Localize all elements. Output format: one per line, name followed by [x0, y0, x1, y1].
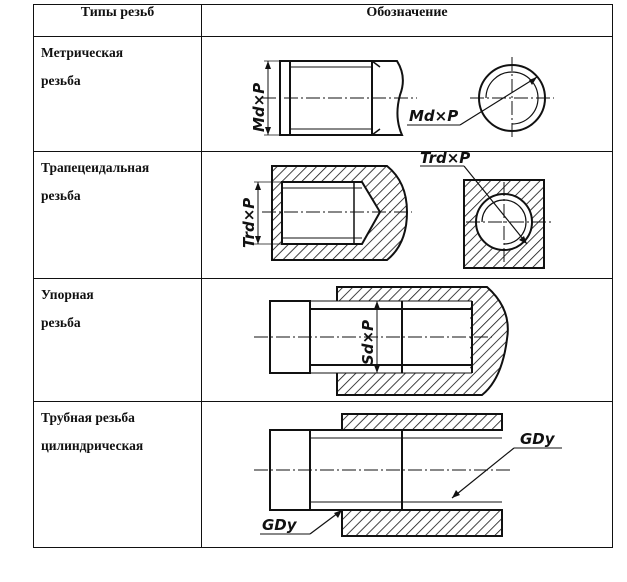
- table-row-trapezoidal: Трапецеидальная резьба Trd×P: [33, 151, 613, 279]
- designation-cell: Md×P Md×P: [201, 36, 613, 152]
- thread-name-line2: резьба: [41, 188, 81, 203]
- thread-name-line2: цилиндрическая: [41, 438, 144, 453]
- pipe-thread-drawing: GDy GDy: [254, 413, 562, 537]
- thread-types-table: Типы резьб Обозначение Метрическая резьб…: [33, 4, 613, 548]
- thread-name-line1: Трапецеидальная: [41, 160, 150, 175]
- header-designation: Обозначение: [201, 4, 613, 37]
- thread-name-cell: Метрическая резьба: [33, 36, 202, 152]
- pipe-label-left: GDy: [262, 516, 298, 534]
- buttress-label: Sd×P: [359, 320, 377, 365]
- table-row-metric: Метрическая резьба: [33, 36, 613, 152]
- thread-name-line1: Упорная: [41, 287, 94, 302]
- trapezoidal-label-left: Trd×P: [240, 198, 258, 248]
- thread-name-line2: резьба: [41, 315, 81, 330]
- trapezoidal-label-right: Trd×P: [420, 152, 470, 167]
- thread-name-line1: Трубная резьба: [41, 410, 135, 425]
- table-header-row: Типы резьб Обозначение: [33, 4, 613, 37]
- thread-name-cell: Трапецеидальная резьба: [33, 151, 202, 279]
- pipe-label-right: GDy: [520, 430, 556, 448]
- metric-label-right: Md×P: [409, 107, 458, 125]
- table-row-buttress: Упорная резьба Sd×P: [33, 278, 613, 402]
- thread-name-line2: резьба: [41, 73, 81, 88]
- thread-name-line1: Метрическая: [41, 45, 124, 60]
- thread-name-cell: Упорная резьба: [33, 278, 202, 402]
- buttress-thread-drawing: Sd×P: [254, 286, 509, 396]
- thread-name-cell: Трубная резьба цилиндрическая: [33, 401, 202, 548]
- metric-thread-drawing: Md×P Md×P: [250, 57, 554, 139]
- header-thread-types: Типы резьб: [33, 4, 202, 37]
- designation-cell: Sd×P: [201, 278, 613, 402]
- metric-label-left: Md×P: [250, 83, 268, 132]
- designation-cell: GDy GDy: [201, 401, 613, 548]
- trapezoidal-thread-drawing: Trd×P Trd×P: [240, 152, 554, 269]
- table-row-pipe: Трубная резьба цилиндрическая GDy: [33, 401, 613, 548]
- designation-cell: Trd×P Trd×P: [201, 151, 613, 279]
